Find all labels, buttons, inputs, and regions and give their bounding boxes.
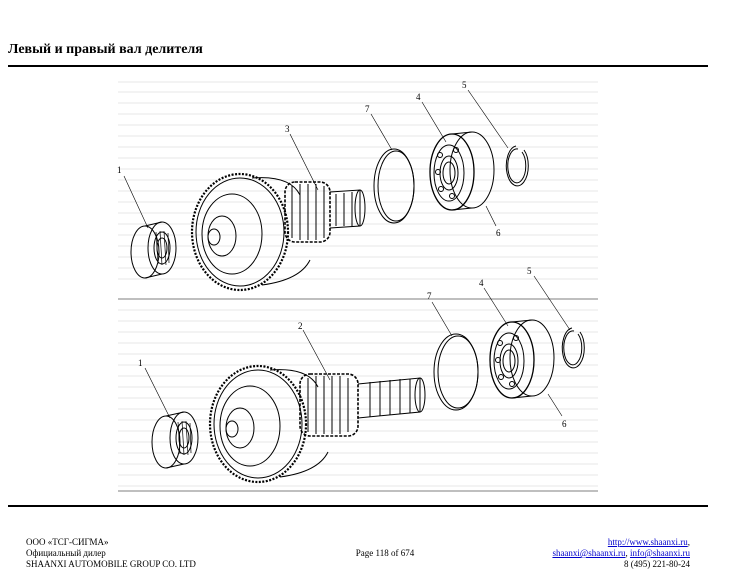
bearing-4-top (429, 131, 495, 211)
page-title: Левый и правый вал делителя (8, 42, 203, 57)
email-link-shaanxi[interactable]: shaanxi@shaanxi.ru (552, 548, 626, 558)
top-assembly (130, 131, 529, 292)
footer-contacts-block: http://www.shaanxi.ru, shaanxi@shaanxi.r… (552, 537, 690, 569)
footer-company-block: ООО «ТСГ-СИГМА» Официальный дилер SHAANX… (26, 537, 196, 570)
callout-6-bottom: 6 (562, 419, 567, 429)
footer-group: SHAANXI AUTOMOBILE GROUP CO. LTD (26, 559, 196, 569)
callout-5-top: 5 (462, 80, 467, 90)
callout-3-top: 3 (285, 124, 290, 134)
callout-7-bottom: 7 (427, 291, 432, 301)
snap-ring-5-top (505, 145, 529, 187)
leader-lines (123, 89, 571, 419)
footer-rule (8, 505, 708, 507)
website-link[interactable]: http://www.shaanxi.ru (607, 537, 688, 547)
ring-7-top (373, 148, 415, 224)
bearing-1-top (130, 221, 177, 279)
footer-phone: 8 (495) 221-80-24 (624, 559, 690, 569)
gear-2-bottom (208, 364, 426, 484)
email-link-info[interactable]: info@shaanxi.ru (629, 548, 690, 558)
callout-1-top: 1 (117, 165, 122, 175)
callout-5-bottom: 5 (527, 266, 532, 276)
page-number: Page 118 of 674 (355, 548, 415, 558)
gear-3-top (190, 172, 366, 292)
callout-4-top: 4 (416, 92, 421, 102)
callout-6-top: 6 (496, 228, 501, 238)
bearing-1-bottom (151, 411, 199, 469)
snap-ring-5-bottom (561, 327, 585, 369)
bearing-4-bottom (489, 319, 555, 399)
footer-dealer: Официальный дилер (26, 548, 106, 558)
ring-7-bottom (433, 333, 479, 411)
footer-company: ООО «ТСГ-СИГМА» (26, 537, 109, 547)
callout-4-bottom: 4 (479, 278, 484, 288)
bottom-assembly (151, 319, 585, 484)
header-rule (8, 65, 708, 67)
callout-7-top: 7 (365, 104, 370, 114)
callout-2-bottom: 2 (298, 321, 303, 331)
callout-1-bottom: 1 (138, 358, 143, 368)
